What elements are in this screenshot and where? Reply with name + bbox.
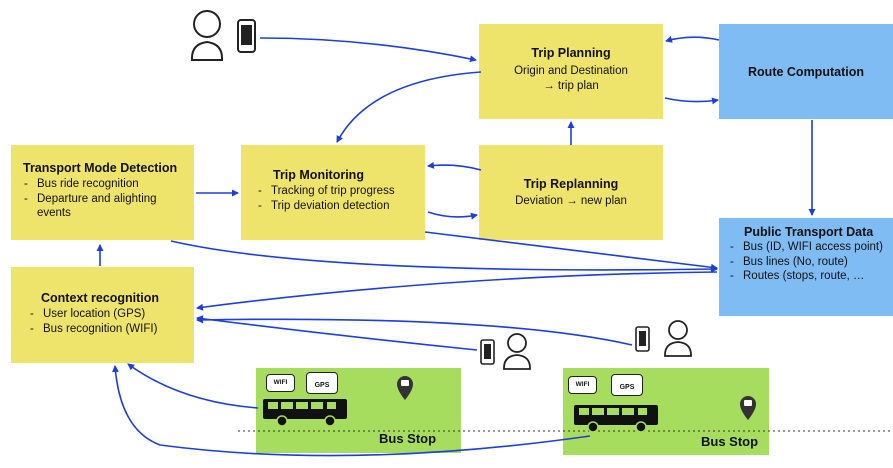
transport-mode-detection-box: Transport Mode Detection Bus ride recogn…: [11, 145, 194, 240]
list-item: User location (GPS): [29, 307, 194, 322]
arrow-detection-to-public-data: [170, 240, 718, 273]
wifi-icon: WIFI: [266, 374, 295, 392]
trip-monitoring-list: Tracking of trip progress Trip deviation…: [257, 184, 425, 213]
route-computation-box: Route Computation: [719, 24, 893, 119]
map-pin-icon: [740, 396, 756, 420]
bus-stop-area-1: WIFI GPS Bus Stop: [256, 368, 461, 453]
trip-planning-box: Trip Planning Origin and Destination → t…: [479, 24, 663, 119]
gps-satellite-icon: GPS: [611, 374, 643, 396]
arrow-planning-to-monitoring: [336, 71, 482, 143]
public-transport-data-list: Bus (ID, WIFI access point) Bus lines (N…: [729, 240, 893, 284]
route-computation-title: Route Computation: [748, 65, 864, 79]
phone-icon: [480, 339, 495, 365]
trip-replanning-title: Trip Replanning: [523, 177, 619, 191]
arrow-monitoring-to-public-data: [424, 231, 718, 271]
wifi-icon: WIFI: [568, 376, 597, 394]
bus-icon: [574, 405, 658, 433]
arrow-phone3-to-context: [196, 316, 633, 346]
bus-stop-label: Bus Stop: [701, 434, 759, 449]
user-icon: [664, 320, 692, 357]
trip-planning-line1: Origin and Destination: [514, 65, 628, 77]
arrow-monitoring-to-replanning: [427, 211, 478, 220]
list-item: Bus ride recognition: [23, 177, 194, 192]
transport-mode-detection-title: Transport Mode Detection: [23, 161, 178, 175]
list-item: Tracking of trip progress: [257, 184, 425, 199]
public-transport-data-box: Public Transport Data Bus (ID, WIFI acce…: [719, 218, 893, 316]
context-recognition-list: User location (GPS) Bus recognition (WIF…: [29, 307, 194, 336]
trip-planning-title: Trip Planning: [531, 46, 611, 60]
public-transport-data-title: Public Transport Data: [744, 225, 874, 239]
phone-icon: [635, 326, 650, 352]
arrow-public-data-to-context: [196, 271, 718, 311]
trip-monitoring-title: Trip Monitoring: [273, 168, 364, 182]
context-recognition-box: Context recognition User location (GPS) …: [11, 267, 194, 363]
user-icon: [503, 333, 531, 370]
arrow-replanning-to-monitoring: [427, 161, 482, 171]
arrow-route-to-planning: [665, 36, 720, 43]
list-item: Bus (ID, WIFI access point): [729, 240, 883, 255]
list-item: Routes (stops, route, …: [729, 269, 893, 284]
context-recognition-title: Context recognition: [41, 291, 160, 305]
transport-mode-detection-list: Bus ride recognition Departure and aligh…: [23, 177, 194, 221]
trip-monitoring-box: Trip Monitoring Tracking of trip progres…: [241, 145, 425, 240]
trip-replanning-box: Trip Replanning Deviation → new plan: [479, 145, 663, 240]
list-item: Bus lines (No, route): [729, 255, 893, 270]
map-pin-icon: [397, 376, 413, 400]
arrow-bus2-to-context: [111, 365, 591, 457]
bus-stop-label: Bus Stop: [379, 431, 437, 446]
gps-satellite-icon: GPS: [306, 372, 338, 394]
user-icon: [191, 10, 223, 61]
list-item: Departure and alighting events: [23, 192, 187, 221]
arrow-bus1-to-context: [127, 363, 259, 409]
arrow-planning-to-route: [664, 97, 719, 105]
arrow-phone-to-trip-planning: [259, 37, 477, 63]
trip-replanning-line1: Deviation → new plan: [515, 195, 627, 207]
list-item: Trip deviation detection: [257, 199, 425, 214]
list-item: Bus recognition (WIFI): [29, 322, 194, 337]
phone-icon: [237, 19, 256, 53]
bus-icon: [263, 399, 347, 427]
arrow-phone2-to-context: [196, 315, 478, 351]
trip-planning-line2: → trip plan: [543, 80, 599, 92]
